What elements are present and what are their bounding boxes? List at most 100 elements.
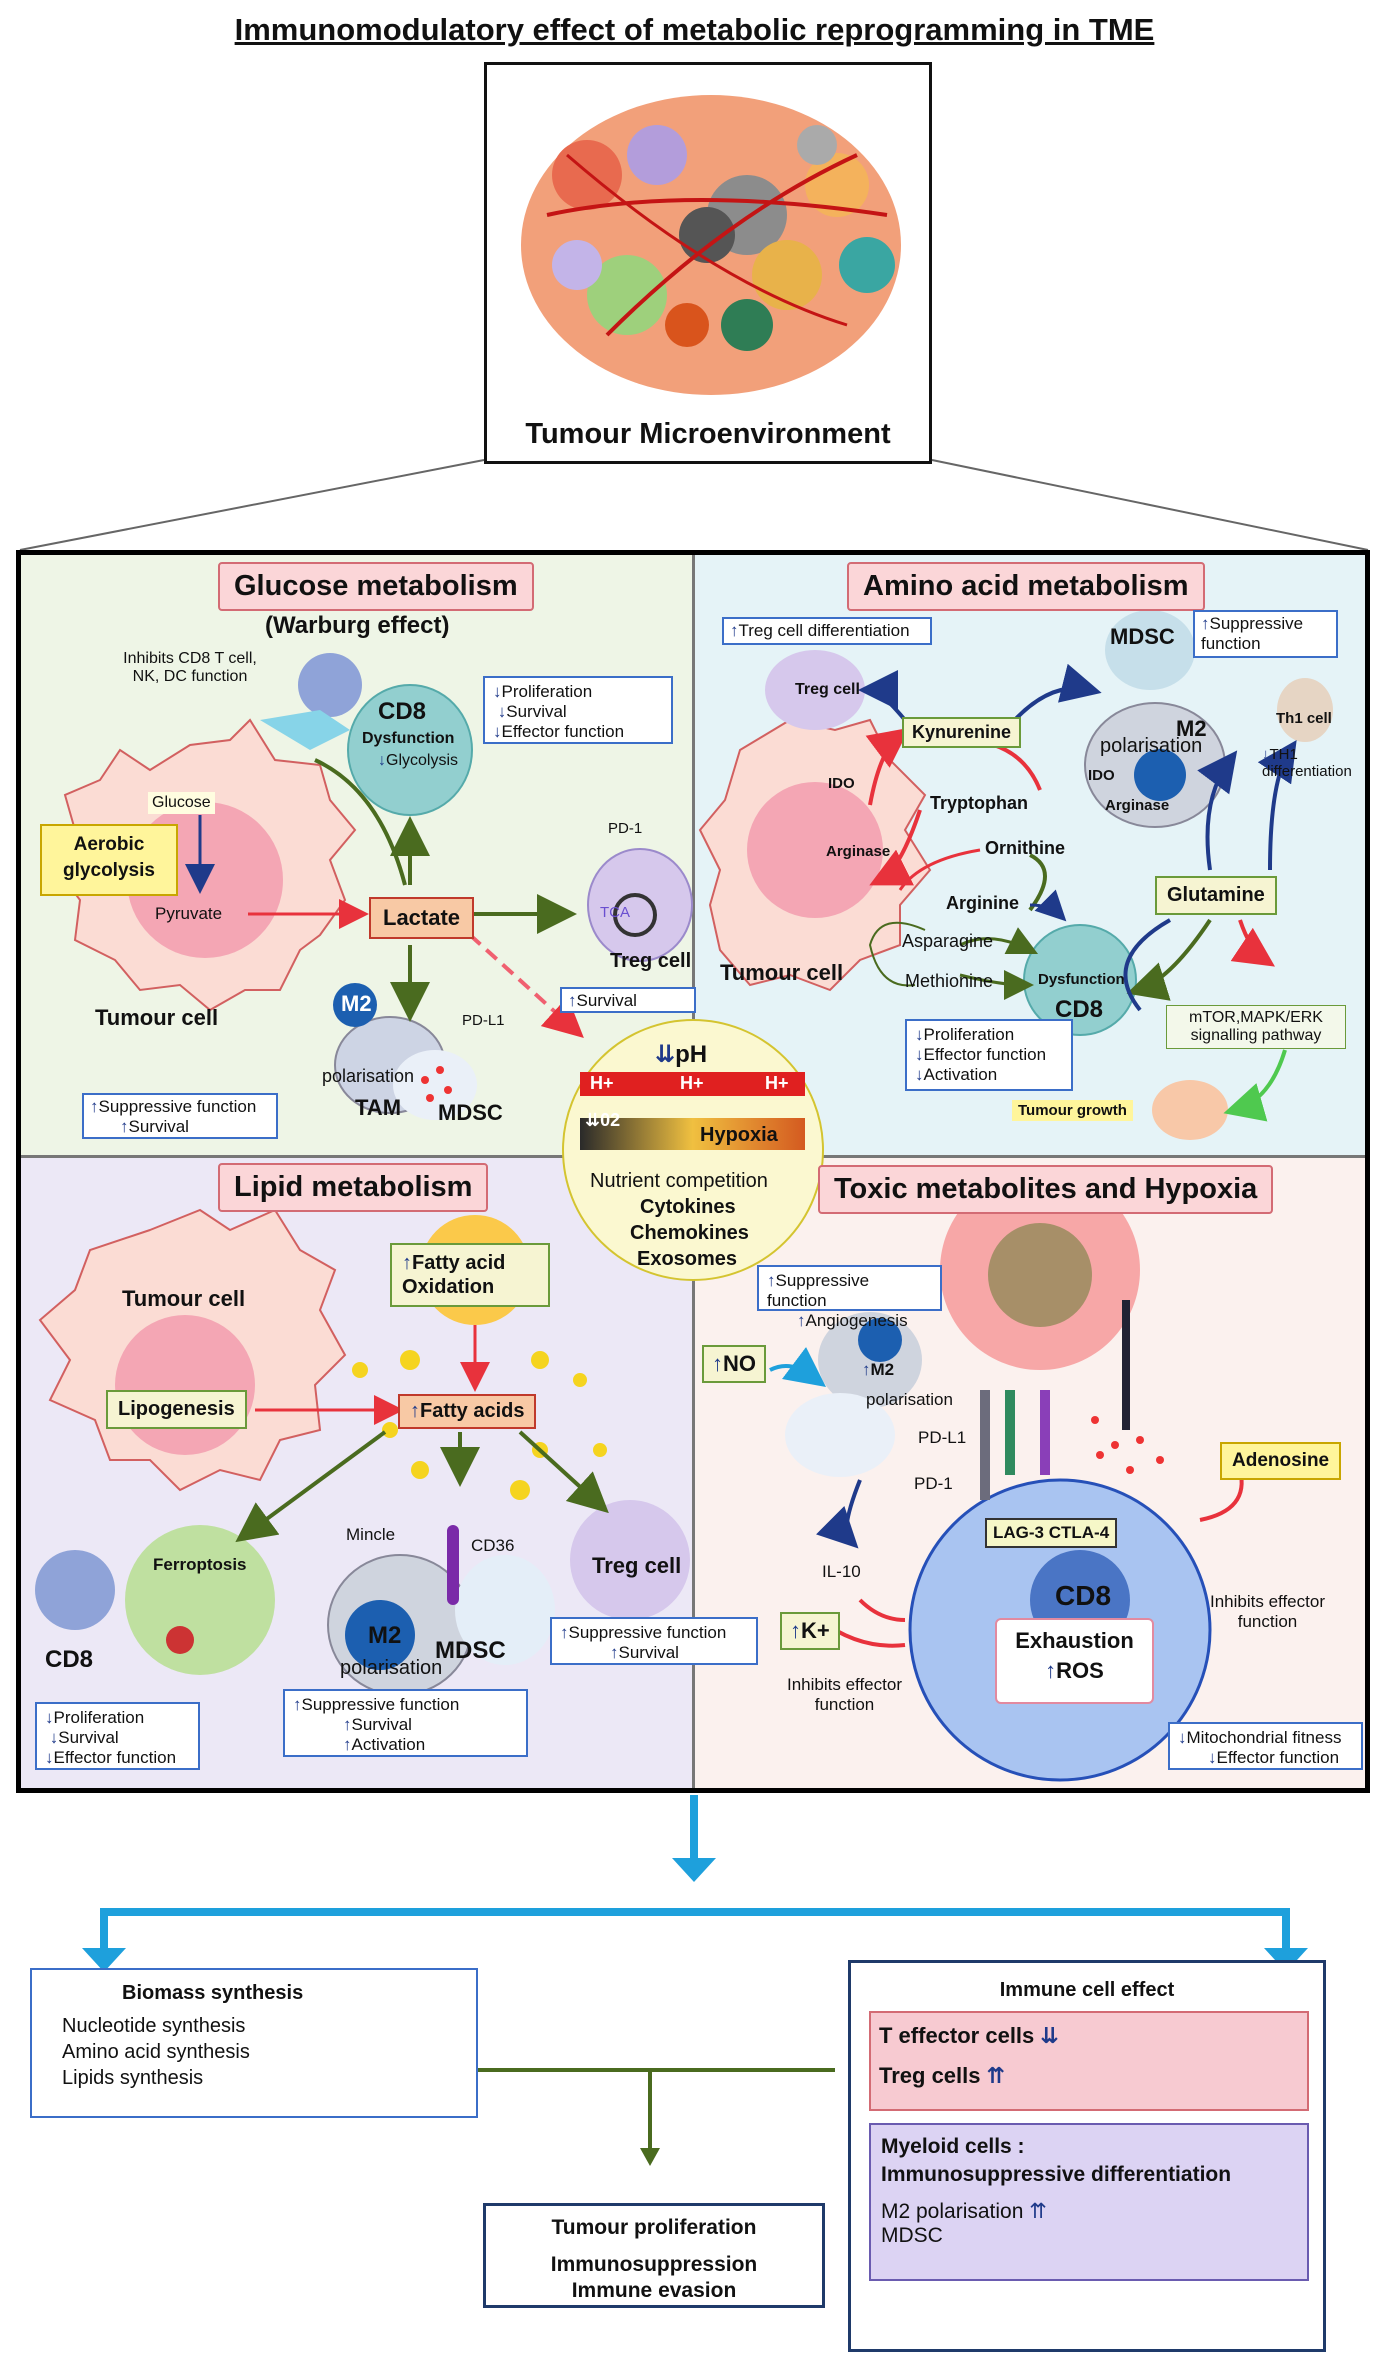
tca-label: TCA <box>600 904 630 921</box>
amino-tumour-label: Tumour cell <box>720 960 844 985</box>
inhibits-label: Inhibits CD8 T cell, NK, DC function <box>123 650 257 685</box>
myeloid-effects: Myeloid cells : Immunosuppressive differ… <box>869 2123 1309 2281</box>
amino-ido-label-2: IDO <box>1088 767 1115 784</box>
tme-illustration <box>521 95 901 395</box>
tam-label: TAM <box>355 1095 402 1120</box>
fao-box: ↑Fatty acid Oxidation <box>390 1243 550 1307</box>
biomass-item: Amino acid synthesis <box>62 2041 250 2063</box>
ph-label: ⇊pH <box>655 1041 708 1068</box>
lipid-treg-label: Treg cell <box>592 1553 682 1578</box>
ferroptosis-label: Ferroptosis <box>153 1555 247 1574</box>
immune-effect-box: Immune cell effect T effector cells ⇊ Tr… <box>848 1960 1326 2352</box>
lipid-m2-effects-box: ↑Suppressive function ↑Survival ↑Activat… <box>283 1689 528 1757</box>
tumour-proliferation-box: Tumour proliferation Immunosuppression I… <box>483 2203 825 2308</box>
amino-m2-label: M2 <box>1176 716 1207 741</box>
amino-cd8-label: CD8 <box>1055 996 1104 1023</box>
lipid-cd8-label: CD8 <box>45 1646 94 1673</box>
toxic-cd8-effects-box: ↓Mitochondrial fitness ↓Effector functio… <box>1168 1722 1363 1770</box>
toxic-suppressive-box: ↑Suppressive function ↑Angiogenesis <box>757 1265 942 1330</box>
amino-arginase-label-2: Arginase <box>1105 797 1170 814</box>
k-box: ↑K+ <box>780 1612 840 1650</box>
t-cell-effects: T effector cells ⇊ Treg cells ⇈ <box>869 2011 1309 2111</box>
th1-diff-label: ↓TH1 differentiation <box>1262 746 1352 780</box>
pdl1-label: PD-L1 <box>462 1012 505 1029</box>
pyruvate-label: Pyruvate <box>155 904 223 923</box>
methionine-label: Methionine <box>905 971 994 991</box>
warburg-subtitle: (Warburg effect) <box>265 612 450 639</box>
biomass-item: Nucleotide synthesis <box>62 2015 246 2037</box>
polarisation-label: polarisation <box>322 1066 415 1086</box>
lipid-cd8-effects-box: ↓Proliferation ↓Survival ↓Effector funct… <box>35 1702 200 1770</box>
treg-label: Treg cell <box>610 950 692 972</box>
lag3-box: LAG-3 CTLA-4 <box>985 1518 1118 1548</box>
toxic-m2-label: ↑M2 <box>862 1360 895 1379</box>
exhaustion-box: Exhaustion ↑ROS <box>995 1618 1154 1704</box>
amino-ido-label: IDO <box>828 775 855 792</box>
tumour-proliferation-title: Tumour proliferation <box>551 2216 757 2239</box>
mdsc-effect-box: ↑Suppressive function <box>1193 610 1338 658</box>
th1-label: Th1 cell <box>1276 710 1332 727</box>
lipid-tumour-label: Tumour cell <box>122 1286 246 1311</box>
mdsc-label: MDSC <box>438 1100 503 1125</box>
glucose-title: Glucose metabolism <box>218 562 534 611</box>
o2-label: ⇊02 <box>585 1110 621 1130</box>
toxic-polarisation-label: polarisation <box>866 1390 953 1409</box>
h-label-3: H+ <box>765 1073 789 1093</box>
arginine-label: Arginine <box>946 893 1020 913</box>
glycolysis-label: ↓Glycolysis <box>378 752 459 769</box>
treg-diff-box: ↑Treg cell differentiation <box>722 617 932 645</box>
chemokines-label: Chemokines <box>630 1222 749 1244</box>
glucose-label: Glucose <box>148 792 215 814</box>
cd36-label: CD36 <box>471 1536 515 1555</box>
treg-cells-label: Treg cells ⇈ <box>879 2063 1006 2088</box>
amino-arginase-label: Arginase <box>826 843 891 860</box>
no-box: ↑NO <box>702 1345 766 1383</box>
exosomes-label: Exosomes <box>637 1248 738 1270</box>
biomass-title: Biomass synthesis <box>122 1982 304 2004</box>
aerobic-glycolysis-box: Aerobic glycolysis <box>40 824 178 896</box>
lipid-title: Lipid metabolism <box>218 1163 489 1212</box>
lipogenesis-box: Lipogenesis <box>106 1390 247 1429</box>
nutrient-label: Nutrient competition <box>590 1170 768 1192</box>
biomass-box: Biomass synthesis Nucleotide synthesis A… <box>30 1968 478 2118</box>
cytokines-label: Cytokines <box>640 1196 736 1218</box>
tme-image-box <box>484 62 932 464</box>
h-label-1: H+ <box>590 1073 614 1093</box>
fatty-acids-box: ↑Fatty acids <box>398 1394 537 1429</box>
mdsc-output: MDSC <box>881 2224 943 2247</box>
k-effect-label: Inhibits effector function <box>787 1675 902 1714</box>
m2-label: M2 <box>341 991 372 1016</box>
cd8-label: CD8 <box>378 698 427 725</box>
amino-title: Amino acid metabolism <box>847 562 1205 611</box>
lipid-polarisation-label: polarisation <box>340 1657 443 1679</box>
m2-polarisation-output: M2 polarisation ⇈ <box>881 2200 1047 2223</box>
amino-dysfunction-label: Dysfunction <box>1038 971 1125 988</box>
biomass-item: Lipids synthesis <box>62 2067 204 2089</box>
toxic-cd8-label: CD8 <box>1055 1580 1112 1611</box>
hypoxia-label: Hypoxia <box>700 1124 778 1146</box>
pd1-label: PD-1 <box>608 820 643 837</box>
treg-survival-box: ↑Survival <box>560 987 696 1013</box>
main-panel-border <box>16 550 1370 1793</box>
amino-polarisation-label: polarisation <box>1100 735 1203 757</box>
tumour-growth-label: Tumour growth <box>1012 1100 1133 1121</box>
immune-effect-title: Immune cell effect <box>999 1979 1175 2001</box>
q1-tumour-label: Tumour cell <box>95 1005 219 1030</box>
amino-cd8-effects-box: ↓Proliferation ↓Effector function ↓Activ… <box>905 1019 1073 1091</box>
tme-label: Tumour Microenvironment <box>525 418 891 450</box>
toxic-title: Toxic metabolites and Hypoxia <box>818 1165 1274 1214</box>
immune-evasion-label: Immune evasion <box>571 2279 737 2302</box>
tam-effects-box: ↑Suppressive function ↑Survival <box>82 1093 278 1139</box>
il10-label: IL-10 <box>822 1562 861 1581</box>
lipid-mdsc-label: MDSC <box>435 1637 506 1664</box>
amino-treg-label: Treg cell <box>795 681 860 698</box>
lactate-box: Lactate <box>369 897 475 939</box>
adenosine-box: Adenosine <box>1220 1442 1342 1480</box>
adenosine-effect-label: Inhibits effector function <box>1210 1592 1325 1631</box>
toxic-pdl1-label: PD-L1 <box>918 1428 967 1447</box>
toxic-pd1-label: PD-1 <box>914 1474 953 1493</box>
cd8-effects-box: ↓Proliferation ↓Survival ↓Effector funct… <box>483 676 673 744</box>
figure-title: Immunomodulatory effect of metabolic rep… <box>234 12 1155 47</box>
tryptophan-label: Tryptophan <box>930 793 1028 813</box>
immunosuppression-label: Immunosuppression <box>550 2253 758 2276</box>
